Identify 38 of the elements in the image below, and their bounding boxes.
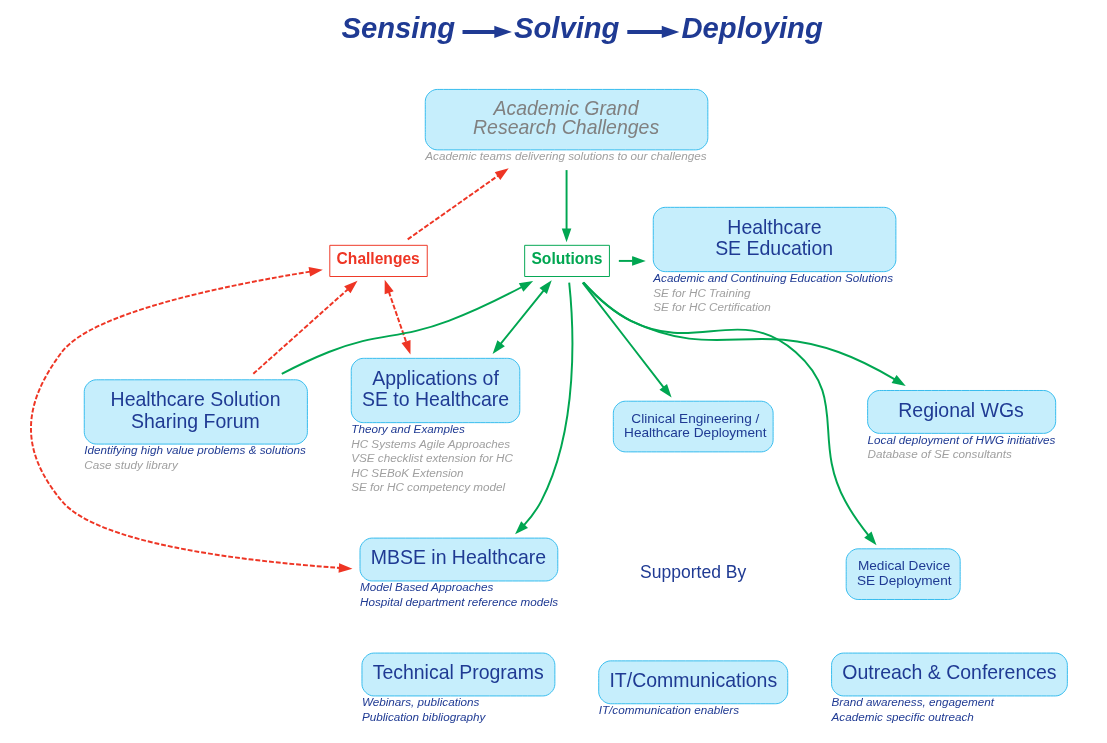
node-label: SE for HC Training (652, 285, 750, 299)
node-text: Deploying (681, 12, 823, 45)
node-label: Local deployment of HWG initiatives (867, 432, 1055, 446)
node-label: Database of SE consultants (867, 447, 1012, 461)
arrow (384, 279, 411, 355)
node-label: Identifying high value problems & solutions (83, 443, 306, 457)
node-label: HC Systems Agile Approaches (350, 436, 510, 450)
node-text: Sensing (341, 12, 455, 45)
node-label: VSE checklist extension for HC (350, 451, 513, 465)
node-label: HC SEBoK Extension (350, 465, 464, 479)
arrow (29, 267, 352, 573)
arrow (581, 281, 672, 398)
node-label: IT/communication enablers (598, 703, 739, 717)
arrow (462, 25, 512, 39)
arrow (617, 256, 646, 266)
node-label: Model Based Approaches (359, 580, 493, 594)
node-label: Theory and Examples (350, 421, 465, 435)
arrow (582, 281, 877, 546)
node-label: Academic and Continuing Education Solutions (652, 270, 893, 284)
node-label: Academic specific outreach (831, 709, 974, 723)
label: Supported By (639, 562, 746, 583)
node-text: Solving (513, 12, 619, 45)
arrow (626, 25, 679, 39)
arrow (514, 281, 573, 535)
arrow (280, 280, 533, 375)
node-label: Brand awareness, engagement (831, 695, 994, 709)
node-label: SE for HC competency model (350, 480, 505, 494)
arrow (406, 168, 509, 241)
arrow (561, 169, 571, 243)
node-label: Hospital department reference models (359, 594, 558, 608)
node-label: SE for HC Certification (652, 300, 771, 314)
arrow (251, 280, 357, 375)
node-label: Webinars, publications (361, 695, 479, 709)
node-label: Academic teams delivering solutions to our challenges (424, 149, 707, 163)
node-label: Case study library (83, 458, 178, 472)
arrow (581, 281, 906, 387)
arrow (492, 280, 552, 354)
node-label: Publication bibliography (361, 709, 485, 723)
